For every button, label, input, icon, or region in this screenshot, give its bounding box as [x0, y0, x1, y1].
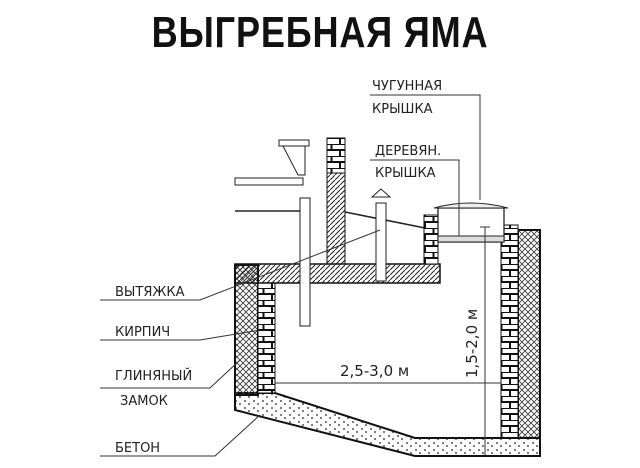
lid-brick-base: [423, 214, 439, 265]
brick-wall-right: [500, 224, 519, 439]
top-slab: [234, 263, 441, 284]
cast-iron-lid: [433, 202, 509, 209]
leader-lines: [100, 94, 481, 457]
diagram-title: ВЫГРЕБНАЯ ЯМА: [151, 8, 489, 57]
label-wooden-lid-2: КРЫШКА: [375, 166, 436, 181]
width-dimension: 2,5-3,0 м: [340, 362, 409, 380]
label-vent: ВЫТЯЖКА: [115, 285, 185, 300]
label-wooden-lid: ДЕРЕВЯН.: [375, 144, 441, 159]
label-cast-iron-lid-2: КРЫШКА: [372, 102, 433, 117]
toilet-funnel: [282, 145, 306, 176]
drain-pipe: [299, 197, 311, 327]
chimney-base: [326, 172, 346, 265]
vent-cap: [370, 188, 392, 198]
vent-pipe: [375, 202, 387, 282]
brick-chimney: [326, 137, 346, 174]
concrete-bottom: [234, 392, 541, 457]
toilet-seat: [278, 139, 310, 147]
lid-rim: [437, 235, 505, 243]
floor-board: [234, 177, 304, 186]
clay-lock-right: [517, 229, 541, 439]
label-brick: КИРПИЧ: [115, 325, 170, 340]
clay-lock-left: [234, 264, 259, 396]
label-concrete: БЕТОН: [115, 441, 160, 456]
brick-wall-left: [257, 282, 276, 394]
label-clay-lock: ГЛИНЯНЫЙ: [115, 368, 192, 384]
depth-dimension: 1,5-2,0 м: [463, 309, 481, 378]
label-clay-lock-2: ЗАМОК: [120, 394, 168, 409]
label-cast-iron-lid: ЧУГУННАЯ: [372, 79, 442, 94]
